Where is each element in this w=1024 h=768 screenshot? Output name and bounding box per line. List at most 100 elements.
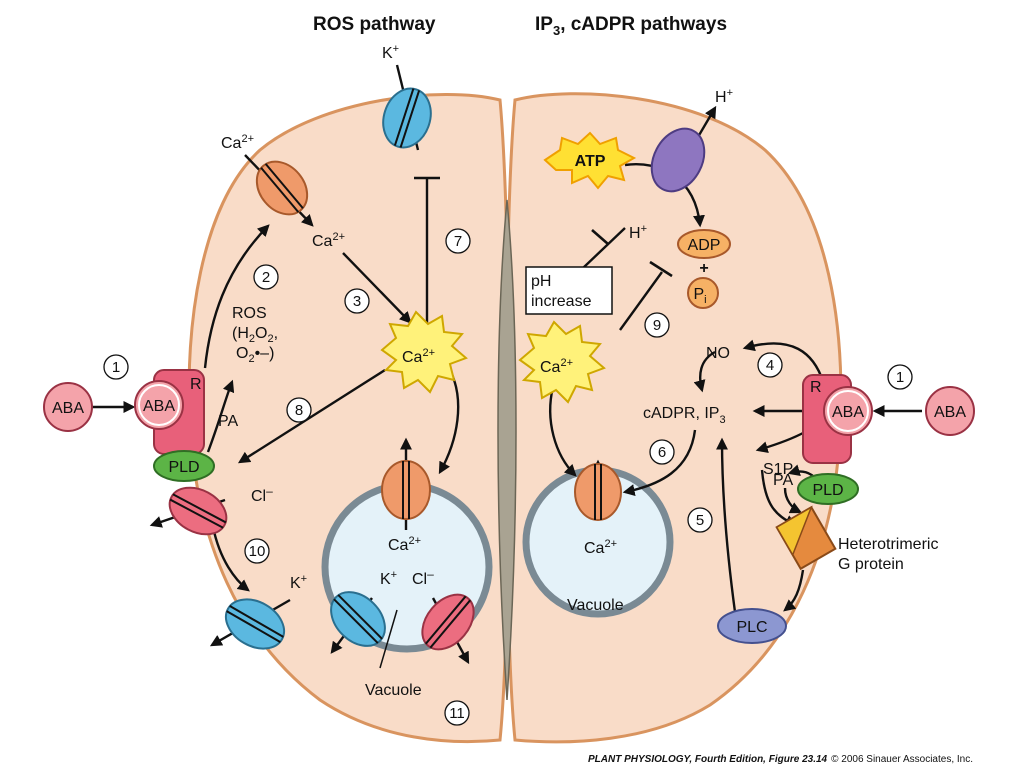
vacuole-right-label: Vacuole bbox=[567, 597, 624, 614]
svg-text:6: 6 bbox=[658, 444, 666, 461]
step-10: 10 bbox=[244, 538, 270, 564]
aba-bound-left-label: ABA bbox=[143, 398, 175, 415]
ph-inhibition-bar bbox=[649, 260, 673, 278]
heterotrimeric-g-protein bbox=[775, 505, 837, 571]
ros-h2o2-label: (H2O2, bbox=[232, 325, 278, 345]
vacuole-ca-right-label: Ca2+ bbox=[584, 538, 617, 557]
plc-to-ip3-arrow-5 bbox=[716, 437, 737, 613]
s1p-label: S1P bbox=[763, 461, 793, 478]
no-to-cadpr-arrow bbox=[693, 350, 716, 393]
aba-bound-left bbox=[134, 380, 184, 430]
pa-left-label: PA bbox=[218, 413, 238, 430]
svg-text:3: 3 bbox=[353, 293, 361, 310]
step-9: 9 bbox=[644, 312, 670, 338]
plc-enzyme bbox=[717, 608, 787, 644]
step-2: 2 bbox=[253, 264, 279, 290]
cl-ion-label: Cl– bbox=[251, 484, 273, 505]
pi-molecule bbox=[687, 277, 719, 309]
pld-left bbox=[153, 450, 215, 482]
aba-bound-right bbox=[823, 386, 873, 436]
aba-bound-right-ring bbox=[827, 390, 869, 432]
ca-burst-left-label: Ca2+ bbox=[402, 347, 435, 366]
ca-channel-plasma-membrane bbox=[255, 160, 309, 216]
figure-credit: PLANT PHYSIOLOGY, Fourth Edition, Figure… bbox=[588, 754, 973, 765]
vacuole-ca-channel-right bbox=[574, 463, 622, 521]
ph-increase-box bbox=[525, 266, 613, 315]
vacuole-ca-channel-left bbox=[381, 460, 431, 520]
adp-molecule bbox=[677, 229, 731, 259]
step-1-right: 1 bbox=[887, 364, 913, 390]
ca-burst-left bbox=[380, 310, 468, 394]
adp-plus-sign: + bbox=[699, 260, 708, 277]
vacuole-cl-label: Cl– bbox=[412, 567, 434, 588]
pld-left-label: PLD bbox=[168, 459, 199, 476]
ros-to-ca-channel-arrow-2 bbox=[203, 224, 270, 369]
svg-text:2: 2 bbox=[262, 269, 270, 286]
g-protein-label-line1: Heterotrimeric bbox=[838, 536, 938, 553]
cadpr-ip3-label: cADPR, IP3 bbox=[643, 405, 726, 426]
k-ion-bottom-label: K+ bbox=[290, 573, 307, 592]
ros-label: ROS bbox=[232, 305, 267, 322]
svg-text:7: 7 bbox=[454, 233, 462, 250]
burst-to-cl-channel-arrow-8 bbox=[237, 368, 386, 464]
pa-to-g-protein-arrow bbox=[783, 487, 803, 514]
ca-ion-inside-label: Ca2+ bbox=[312, 231, 345, 250]
pi-label: Pi bbox=[693, 286, 706, 306]
h-ion-inside-label: H+ bbox=[629, 223, 647, 242]
title-ip3-cadpr-pathways: IP3, cADPR pathways bbox=[535, 14, 727, 38]
ca-burst-right bbox=[518, 320, 606, 404]
aba-free-left-label: ABA bbox=[52, 400, 84, 417]
k-channel-top bbox=[382, 87, 432, 149]
vacuole-left-label: Vacuole bbox=[365, 682, 422, 699]
ros-superoxide-label: O2•–) bbox=[236, 345, 274, 365]
cl-channel-plasma-membrane bbox=[168, 486, 228, 536]
tonoplast-cl-channel bbox=[421, 593, 475, 651]
receptor-right-label: R bbox=[810, 379, 822, 396]
step-7: 7 bbox=[445, 228, 471, 254]
atp-label: ATP bbox=[575, 153, 606, 170]
svg-text:11: 11 bbox=[449, 705, 465, 722]
aba-bound-right-label: ABA bbox=[832, 404, 864, 421]
no-label: NO bbox=[706, 345, 730, 362]
aba-free-right bbox=[925, 386, 975, 436]
aba-bound-left-ring bbox=[138, 384, 180, 426]
k-ion-top-label: K+ bbox=[382, 43, 399, 62]
ph-inhibition-line-9 bbox=[619, 271, 663, 331]
stomatal-pore bbox=[497, 199, 517, 701]
h-inhibition-line bbox=[582, 227, 626, 269]
vacuole-k-label: K+ bbox=[380, 569, 397, 588]
h-inhibition-bar bbox=[591, 229, 609, 245]
pa-up-arrow bbox=[206, 379, 235, 453]
ph-increase-line2: increase bbox=[531, 293, 592, 310]
burst-to-vacuole-channel-right bbox=[549, 386, 577, 477]
ca-to-burst-arrow-3 bbox=[342, 252, 412, 324]
svg-text:4: 4 bbox=[766, 357, 774, 374]
adp-label: ADP bbox=[688, 237, 721, 254]
step-5: 5 bbox=[687, 507, 713, 533]
pld-right-label: PLD bbox=[812, 482, 843, 499]
step-6: 6 bbox=[649, 439, 675, 465]
svg-text:1: 1 bbox=[112, 359, 120, 376]
h-ion-outside-label: H+ bbox=[715, 87, 733, 106]
h-atpase-pump bbox=[650, 127, 706, 193]
aba-free-right-label: ABA bbox=[934, 404, 966, 421]
svg-text:10: 10 bbox=[249, 543, 266, 560]
step-1-left: 1 bbox=[103, 354, 129, 380]
ca-ion-outside-label: Ca2+ bbox=[221, 133, 254, 152]
pa-right-label: PA bbox=[773, 472, 793, 489]
vacuole-ca-left-label: Ca2+ bbox=[388, 535, 421, 554]
step-11: 11 bbox=[444, 700, 470, 726]
svg-text:5: 5 bbox=[696, 512, 704, 529]
step-4: 4 bbox=[757, 352, 783, 378]
svg-text:8: 8 bbox=[295, 402, 303, 419]
receptor-to-s1p-arrow bbox=[755, 430, 806, 454]
ca-burst-right-label: Ca2+ bbox=[540, 357, 573, 376]
vacuole-label-leader bbox=[379, 609, 398, 669]
step-3: 3 bbox=[344, 288, 370, 314]
plc-label: PLC bbox=[736, 619, 767, 636]
receptor-left-label: R bbox=[190, 376, 202, 393]
cadpr-to-vacuole-channel-arrow-6 bbox=[622, 429, 697, 496]
tonoplast-k-channel bbox=[330, 591, 386, 647]
k-channel-bottom bbox=[224, 598, 286, 650]
